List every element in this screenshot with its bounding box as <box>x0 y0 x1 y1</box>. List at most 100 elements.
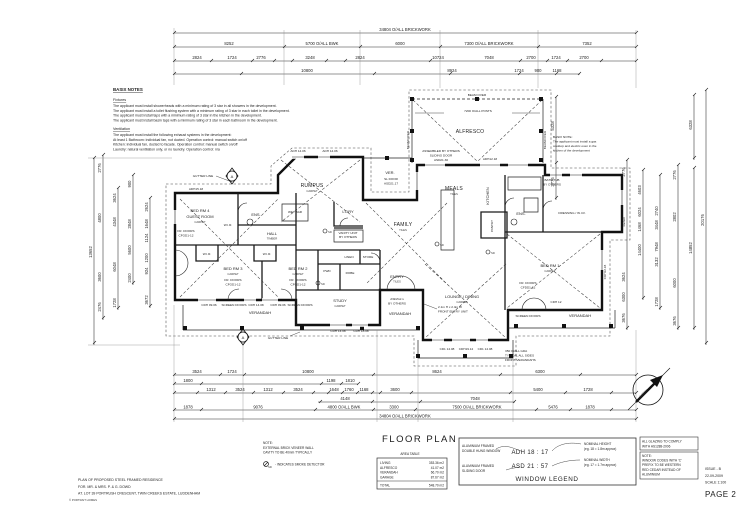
dim-top: 1724 <box>551 55 561 60</box>
dim-bottom: 9076 <box>253 405 263 410</box>
window-code: ADH 14.06 <box>322 149 337 153</box>
room-finish: TILES <box>393 280 401 284</box>
window-code: CDH19.12 <box>459 347 474 351</box>
dim-bottom: 6300 <box>535 369 545 374</box>
beam-over-label: BEAM OVER <box>468 93 487 97</box>
dim-right: 6300 <box>621 292 626 302</box>
dim-top: 3248 <box>305 55 315 60</box>
dim-bottom: 3524 <box>235 387 245 392</box>
room-finish: CARPET <box>544 269 556 273</box>
dim-bottom: 1312 <box>263 387 273 392</box>
dimension-ticks <box>92 30 709 421</box>
dim-left: 2624 <box>144 202 149 212</box>
dim-bottom: 10800 <box>302 369 314 374</box>
dim-right: 3448 <box>654 220 659 230</box>
door-code: SCREEN DOORS <box>287 303 312 307</box>
north-arrowhead <box>650 375 663 387</box>
basix-kitchen-note: cooktop and electric oven in the <box>553 144 597 148</box>
room-label-store: STORE <box>363 255 374 259</box>
dim-bottom: 1728 <box>583 387 593 392</box>
dim-top: 2824 <box>192 55 202 60</box>
dim-bottom: 1312 <box>206 387 216 392</box>
asd-note: BY OTHERS <box>388 302 406 306</box>
asd-note: ASD/GL's <box>390 297 404 301</box>
area-row-label: GARAGE <box>380 475 394 479</box>
smoke-detector-label: SD <box>440 243 444 247</box>
window-code: CDH 18.08 <box>353 329 369 333</box>
glazing-note: ALL GLAZING TO COMPLY <box>642 440 683 444</box>
area-row-label: ALFRESCO <box>380 466 398 470</box>
dim-right: 4603 <box>637 185 642 195</box>
cedar-note: NOTE: <box>642 454 652 458</box>
cedar-note: ALUMINIUM <box>642 472 660 476</box>
legend-asd-code: ASD 21 : 57 <box>512 464 549 470</box>
section-marker-a-top: A <box>225 167 239 185</box>
dim-right: 1468 <box>637 222 642 232</box>
basix-fixtures-line: The applicant must install basin taps wi… <box>113 118 278 122</box>
dim-overall-top: 34804 O/ALL BRICKWORK <box>379 27 431 32</box>
dim-alfresco: 5328 <box>550 121 555 131</box>
room-label-vanity2: BY OTHERS <box>339 235 357 239</box>
dim-top: 8924 <box>447 68 457 73</box>
room-label-alfresco: ALFRESCO <box>456 129 485 135</box>
dim-left: 900 <box>127 180 132 188</box>
dim-top: 1724 <box>514 68 524 73</box>
window-code: CDH 14.08 <box>330 329 346 333</box>
dim-right: 2776 <box>621 167 626 177</box>
room-label-vanity: VANITY UNIT <box>339 231 358 235</box>
dim-left: 5600 <box>127 245 132 255</box>
dim-left: 1200 <box>144 253 149 263</box>
bath-note: BATH TUB <box>544 178 559 182</box>
room-label-pwd: PWD <box>323 269 331 273</box>
dim-left: 4800 <box>97 213 102 223</box>
area-row-value: 353.36 m2 <box>429 461 444 465</box>
dim-top: 900 <box>535 68 543 73</box>
room-finish: CARPET <box>334 304 346 308</box>
window-code: CDH 14.08 <box>248 303 264 307</box>
area-row-label: LIVING <box>380 461 391 465</box>
cedar-note-box <box>639 451 699 480</box>
dim-top: 6000 <box>395 41 405 46</box>
dim-top: 1724 <box>227 55 237 60</box>
dim-overall-bottom: 34804 O/ALL BRICKWORK <box>379 414 431 419</box>
dim-top: 10724 <box>432 55 444 60</box>
room-label-rumpus: RUMPUS <box>301 183 324 189</box>
area-row-value: 66.70 m2 <box>431 471 445 475</box>
smoke-detector-label: SD <box>321 282 325 286</box>
dim-left: 3672 <box>144 295 149 305</box>
dim-right: 3624 <box>621 272 626 282</box>
dim-bottom: 1198 <box>326 378 336 383</box>
door-code: CFGD1-12 <box>226 283 241 287</box>
gda-note: 350 O/ALL GDA <box>505 349 528 353</box>
sheet-title: FLOOR PLAN <box>382 434 457 445</box>
room-label-wir: W.I.R. <box>203 252 212 256</box>
window-code: ADH15.18 <box>189 187 204 191</box>
sliding-door-note: ASSEMBLED BY OTHERS <box>422 149 460 153</box>
toilet-fixture <box>246 218 254 226</box>
dim-bottom: 1800 <box>183 378 193 383</box>
room-label-meals: MEALS <box>445 186 463 192</box>
dim-bottom: 7500 O/ALL BRICKWORK <box>452 405 501 410</box>
issue-date: 22-09-2009 <box>705 474 723 478</box>
interior-walls <box>175 175 602 325</box>
dim-bottom: 8624 <box>432 369 442 374</box>
legend-adh-label: ALUMINIUM FRAMED <box>462 444 495 448</box>
basix-notes-heading: BASIX NOTES <box>113 87 143 92</box>
room-label-ens1: ENS. <box>251 212 260 217</box>
room-finish: CARPET <box>306 189 318 193</box>
dim-right: 20176 <box>700 214 705 226</box>
dim-right: 5248 <box>621 217 626 227</box>
room-finish: CARPET <box>456 300 468 304</box>
room-label-verandah: VERANDAH <box>249 310 271 315</box>
copyright-line: © PORTRAIT HOMES <box>69 498 97 502</box>
dim-top: 1168 <box>552 68 562 73</box>
dim-right: 6000 <box>672 278 677 288</box>
dim-left: 2848 <box>127 219 132 229</box>
dim-right: 1728 <box>654 297 659 307</box>
basix-fixtures-line: The applicant must install showerheads w… <box>113 104 277 108</box>
glazing-note: WITH AS1288-2006 <box>642 444 671 448</box>
toilet-fixture <box>510 218 518 226</box>
dim-left: 1728 <box>112 298 117 308</box>
dim-left: 4348 <box>112 217 117 227</box>
dim-left: 2400 <box>127 273 132 283</box>
